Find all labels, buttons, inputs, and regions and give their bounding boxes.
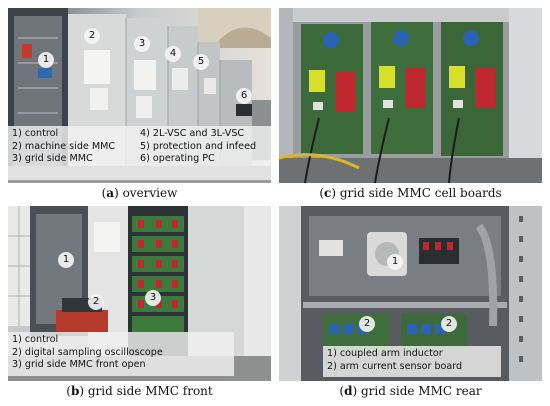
marker-2b: 2 bbox=[441, 316, 457, 332]
panel-a-overview-photo: 1 2 3 4 5 6 1) control 2) machine side M… bbox=[8, 8, 271, 183]
caption-letter: b bbox=[70, 384, 80, 398]
caption-letter: a bbox=[106, 186, 115, 200]
mmc-front-legend: 1) control 2) digital sampling oscillosc… bbox=[8, 332, 234, 376]
legend-right-column: 4) 2L-VSC and 3L-VSC 5) protection and i… bbox=[140, 128, 256, 166]
overview-legend: 1) control 2) machine side MMC 3) grid s… bbox=[8, 126, 271, 180]
panel-b-mmc-front-photo: 1 2 3 1) control 2) digital sampling osc… bbox=[8, 206, 271, 381]
marker-2: 2 bbox=[84, 28, 100, 44]
mmc-rear-legend: 1) coupled arm inductor 2) arm current s… bbox=[323, 346, 501, 377]
caption-letter: c bbox=[324, 186, 332, 200]
legend-item: 2) digital sampling oscilloscope bbox=[12, 346, 163, 358]
legend-item: 1) control bbox=[12, 334, 59, 345]
caption-text: overview bbox=[122, 186, 178, 200]
caption-c: (c) grid side MMC cell boards bbox=[319, 186, 502, 200]
marker-1: 1 bbox=[38, 52, 54, 68]
caption-a: (a) overview bbox=[101, 186, 178, 200]
legend-item: 1) control bbox=[12, 128, 59, 139]
legend-item: 1) coupled arm inductor bbox=[327, 348, 443, 359]
legend-item: 5) protection and infeed bbox=[140, 140, 257, 152]
marker-2: 2 bbox=[359, 316, 375, 332]
legend-item: 4) 2L-VSC and 3L-VSC bbox=[140, 128, 245, 139]
legend-item: 3) grid side MMC bbox=[12, 153, 93, 164]
caption-text: grid side MMC cell boards bbox=[339, 186, 502, 200]
marker-3: 3 bbox=[145, 290, 161, 306]
marker-1: 1 bbox=[58, 252, 74, 268]
marker-6: 6 bbox=[236, 88, 252, 104]
marker-5: 5 bbox=[193, 54, 209, 70]
cell-boards-photo bbox=[279, 8, 542, 183]
panel-d-mmc-rear-photo: 1 2 2 1) coupled arm inductor 2) arm cur… bbox=[279, 206, 542, 381]
marker-1: 1 bbox=[387, 254, 403, 270]
marker-2: 2 bbox=[88, 294, 104, 310]
legend-left-column: 1) control 2) machine side MMC 3) grid s… bbox=[12, 128, 115, 166]
legend-item: 6) operating PC bbox=[140, 153, 215, 164]
caption-b: (b) grid side MMC front bbox=[66, 384, 213, 398]
caption-text: grid side MMC front bbox=[87, 384, 213, 398]
legend-item: 2) machine side MMC bbox=[12, 140, 116, 152]
caption-letter: d bbox=[344, 384, 353, 398]
legend-item: 2) arm current sensor board bbox=[327, 360, 463, 372]
panel-c-cell-boards-photo bbox=[279, 8, 542, 183]
caption-text: grid side MMC rear bbox=[360, 384, 482, 398]
marker-4: 4 bbox=[165, 46, 181, 62]
mmc-front-photo bbox=[8, 206, 271, 381]
caption-d: (d) grid side MMC rear bbox=[339, 384, 482, 398]
marker-3: 3 bbox=[134, 36, 150, 52]
legend-item: 3) grid side MMC front open bbox=[12, 359, 146, 370]
